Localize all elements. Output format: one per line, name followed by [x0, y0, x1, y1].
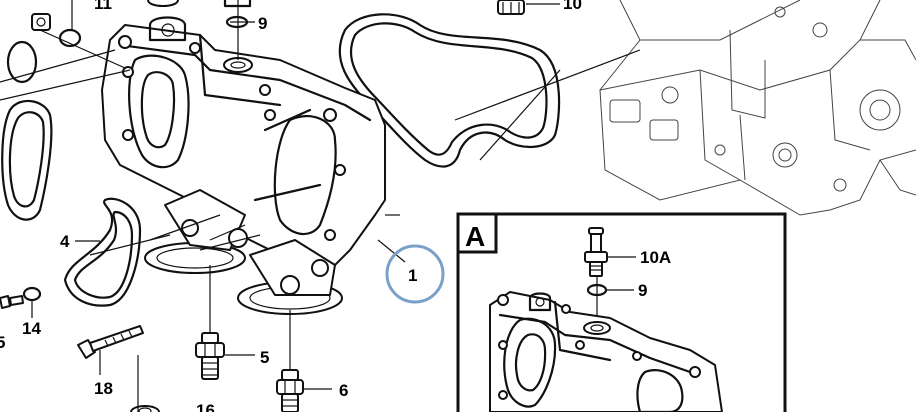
inset-housing — [489, 291, 723, 414]
callout-11: 11 — [94, 0, 112, 13]
screw-15 — [0, 295, 24, 309]
engine-block — [599, 0, 916, 216]
callout-16: 16 — [196, 401, 215, 412]
callout-4: 4 — [60, 232, 70, 251]
callout-1: 1 — [408, 266, 417, 285]
inset-fitting-10a — [584, 227, 608, 277]
gasket-left-upper — [1, 99, 53, 221]
inset-callout-9: 9 — [638, 281, 647, 300]
inset-callout-10a: 10A — [640, 248, 671, 267]
o-ring-left — [6, 40, 38, 84]
inset-letter: A — [465, 221, 485, 252]
filter-head-left — [144, 189, 248, 274]
callout-14: 14 — [22, 319, 41, 338]
fitting-6 — [276, 310, 304, 413]
callout-18: 18 — [94, 379, 113, 398]
leader-1 — [377, 239, 406, 263]
seal-ring-9 — [223, 0, 253, 73]
top-fitting — [147, 0, 179, 7]
oil-cooler-housing — [101, 16, 400, 271]
detail-inset-a: A 10A 9 — [456, 212, 787, 417]
plug-11 — [31, 13, 126, 69]
callout-5: 5 — [260, 348, 269, 367]
filter-head-right — [237, 239, 343, 315]
callout-9: 9 — [258, 14, 267, 33]
highlight-ring — [385, 244, 445, 304]
fitting-10 — [497, 0, 525, 15]
plug-16 — [130, 405, 160, 417]
callout-5-left: 5 — [0, 333, 5, 352]
bolt-18 — [77, 325, 144, 359]
gasket-left-lower — [63, 197, 142, 307]
fitting-5 — [195, 265, 225, 380]
callout-10: 10 — [563, 0, 582, 13]
washer-14 — [22, 286, 42, 302]
callout-6: 6 — [339, 381, 348, 400]
